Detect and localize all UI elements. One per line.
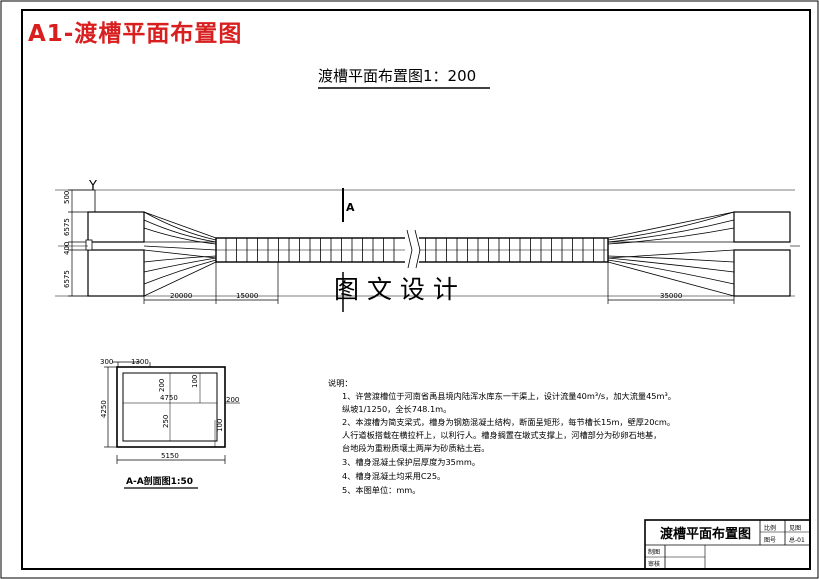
plan-title: 渡槽平面布置图1：200 bbox=[318, 67, 476, 85]
title-block-scale-value: 见图 bbox=[789, 525, 801, 532]
section-dim-bottom-right: 100 bbox=[216, 419, 224, 432]
badge-title: A1-渡槽平面布置图 bbox=[28, 21, 243, 47]
section-drawing bbox=[104, 361, 240, 464]
axis-label-y: Y bbox=[88, 179, 97, 194]
bottom-dim-2: 15000 bbox=[236, 292, 258, 300]
note-line: 3、槽身混凝土保护层厚度为35mm。 bbox=[342, 457, 480, 467]
title-block-sheet-value: 总-01 bbox=[789, 536, 805, 544]
left-abutment-upper bbox=[87, 211, 145, 243]
section-dim-left-height: 4250 bbox=[100, 400, 108, 418]
inner-frame bbox=[21, 9, 811, 570]
section-dim-inner-width: 4750 bbox=[160, 394, 178, 402]
title-block-sheet-label: 图号 bbox=[764, 537, 776, 544]
note-line: 纵坡1/1250，全长748.1m。 bbox=[342, 404, 451, 414]
section-dim-inner-a: 200 bbox=[158, 379, 166, 392]
title-block bbox=[644, 519, 811, 570]
note-line: 人行道板搭载在横拉杆上，以利行人。槽身搁置在墩式支撑上，河槽部分为砂卵石地基， bbox=[342, 430, 661, 440]
right-abutment-upper bbox=[733, 211, 791, 243]
section-marker: A bbox=[346, 201, 355, 214]
note-line: 1、许营渡槽位于河南省禹县境内陆浑水库东一干渠上，设计流量40m³/s，加大流量… bbox=[342, 391, 676, 401]
left-gate bbox=[85, 239, 93, 251]
section-dim-right-wall: 200 bbox=[226, 396, 239, 404]
section-dim-top-mid: 1300 bbox=[131, 358, 149, 366]
section-dim-bottom-inner: 250 bbox=[162, 415, 170, 428]
section-caption: A-A剖面图1:50 bbox=[126, 475, 193, 487]
section-dim-inner-b: 100 bbox=[191, 375, 199, 388]
right-abutment-lower bbox=[733, 249, 791, 297]
left-abutment-lower bbox=[87, 249, 145, 297]
section-dim-top-left: 300 bbox=[100, 358, 113, 366]
notes-heading: 说明： bbox=[328, 378, 353, 388]
bottom-dim-3: 35000 bbox=[660, 292, 682, 300]
left-dim-4: 6575 bbox=[63, 270, 71, 288]
section-dim-bottom-total: 5150 bbox=[161, 452, 179, 460]
left-dim-3: 400 bbox=[63, 242, 71, 255]
left-transition bbox=[143, 211, 217, 297]
right-transition bbox=[607, 211, 735, 297]
aqueduct-body bbox=[215, 229, 609, 269]
note-line: 台地段为重粉质壤土两岸为砂质粘土岩。 bbox=[342, 443, 489, 453]
bottom-dim-1: 20000 bbox=[170, 292, 192, 300]
note-line: 5、本图单位：mm。 bbox=[342, 485, 420, 495]
notes-block: 说明： 1、许营渡槽位于河南省禹县境内陆浑水库东一干渠上，设计流量40m³/s，… bbox=[328, 378, 676, 495]
note-line: 2、本渡槽为简支梁式，槽身为钢筋混凝土结构，断面呈矩形，每节槽长15m，壁厚20… bbox=[342, 417, 675, 427]
left-dim-1: 500 bbox=[63, 191, 71, 204]
bottom-dimension-chain bbox=[143, 262, 735, 304]
title-block-title: 渡槽平面布置图 bbox=[660, 526, 751, 542]
title-block-check-label: 审核 bbox=[648, 560, 660, 568]
note-line: 4、槽身混凝土均采用C25。 bbox=[342, 471, 445, 481]
watermark-text: 图 文 设 计 bbox=[334, 275, 458, 304]
title-block-drawn-label: 制图 bbox=[648, 548, 660, 556]
left-dim-2: 6575 bbox=[63, 218, 71, 236]
title-block-scale-label: 比例 bbox=[764, 524, 776, 532]
